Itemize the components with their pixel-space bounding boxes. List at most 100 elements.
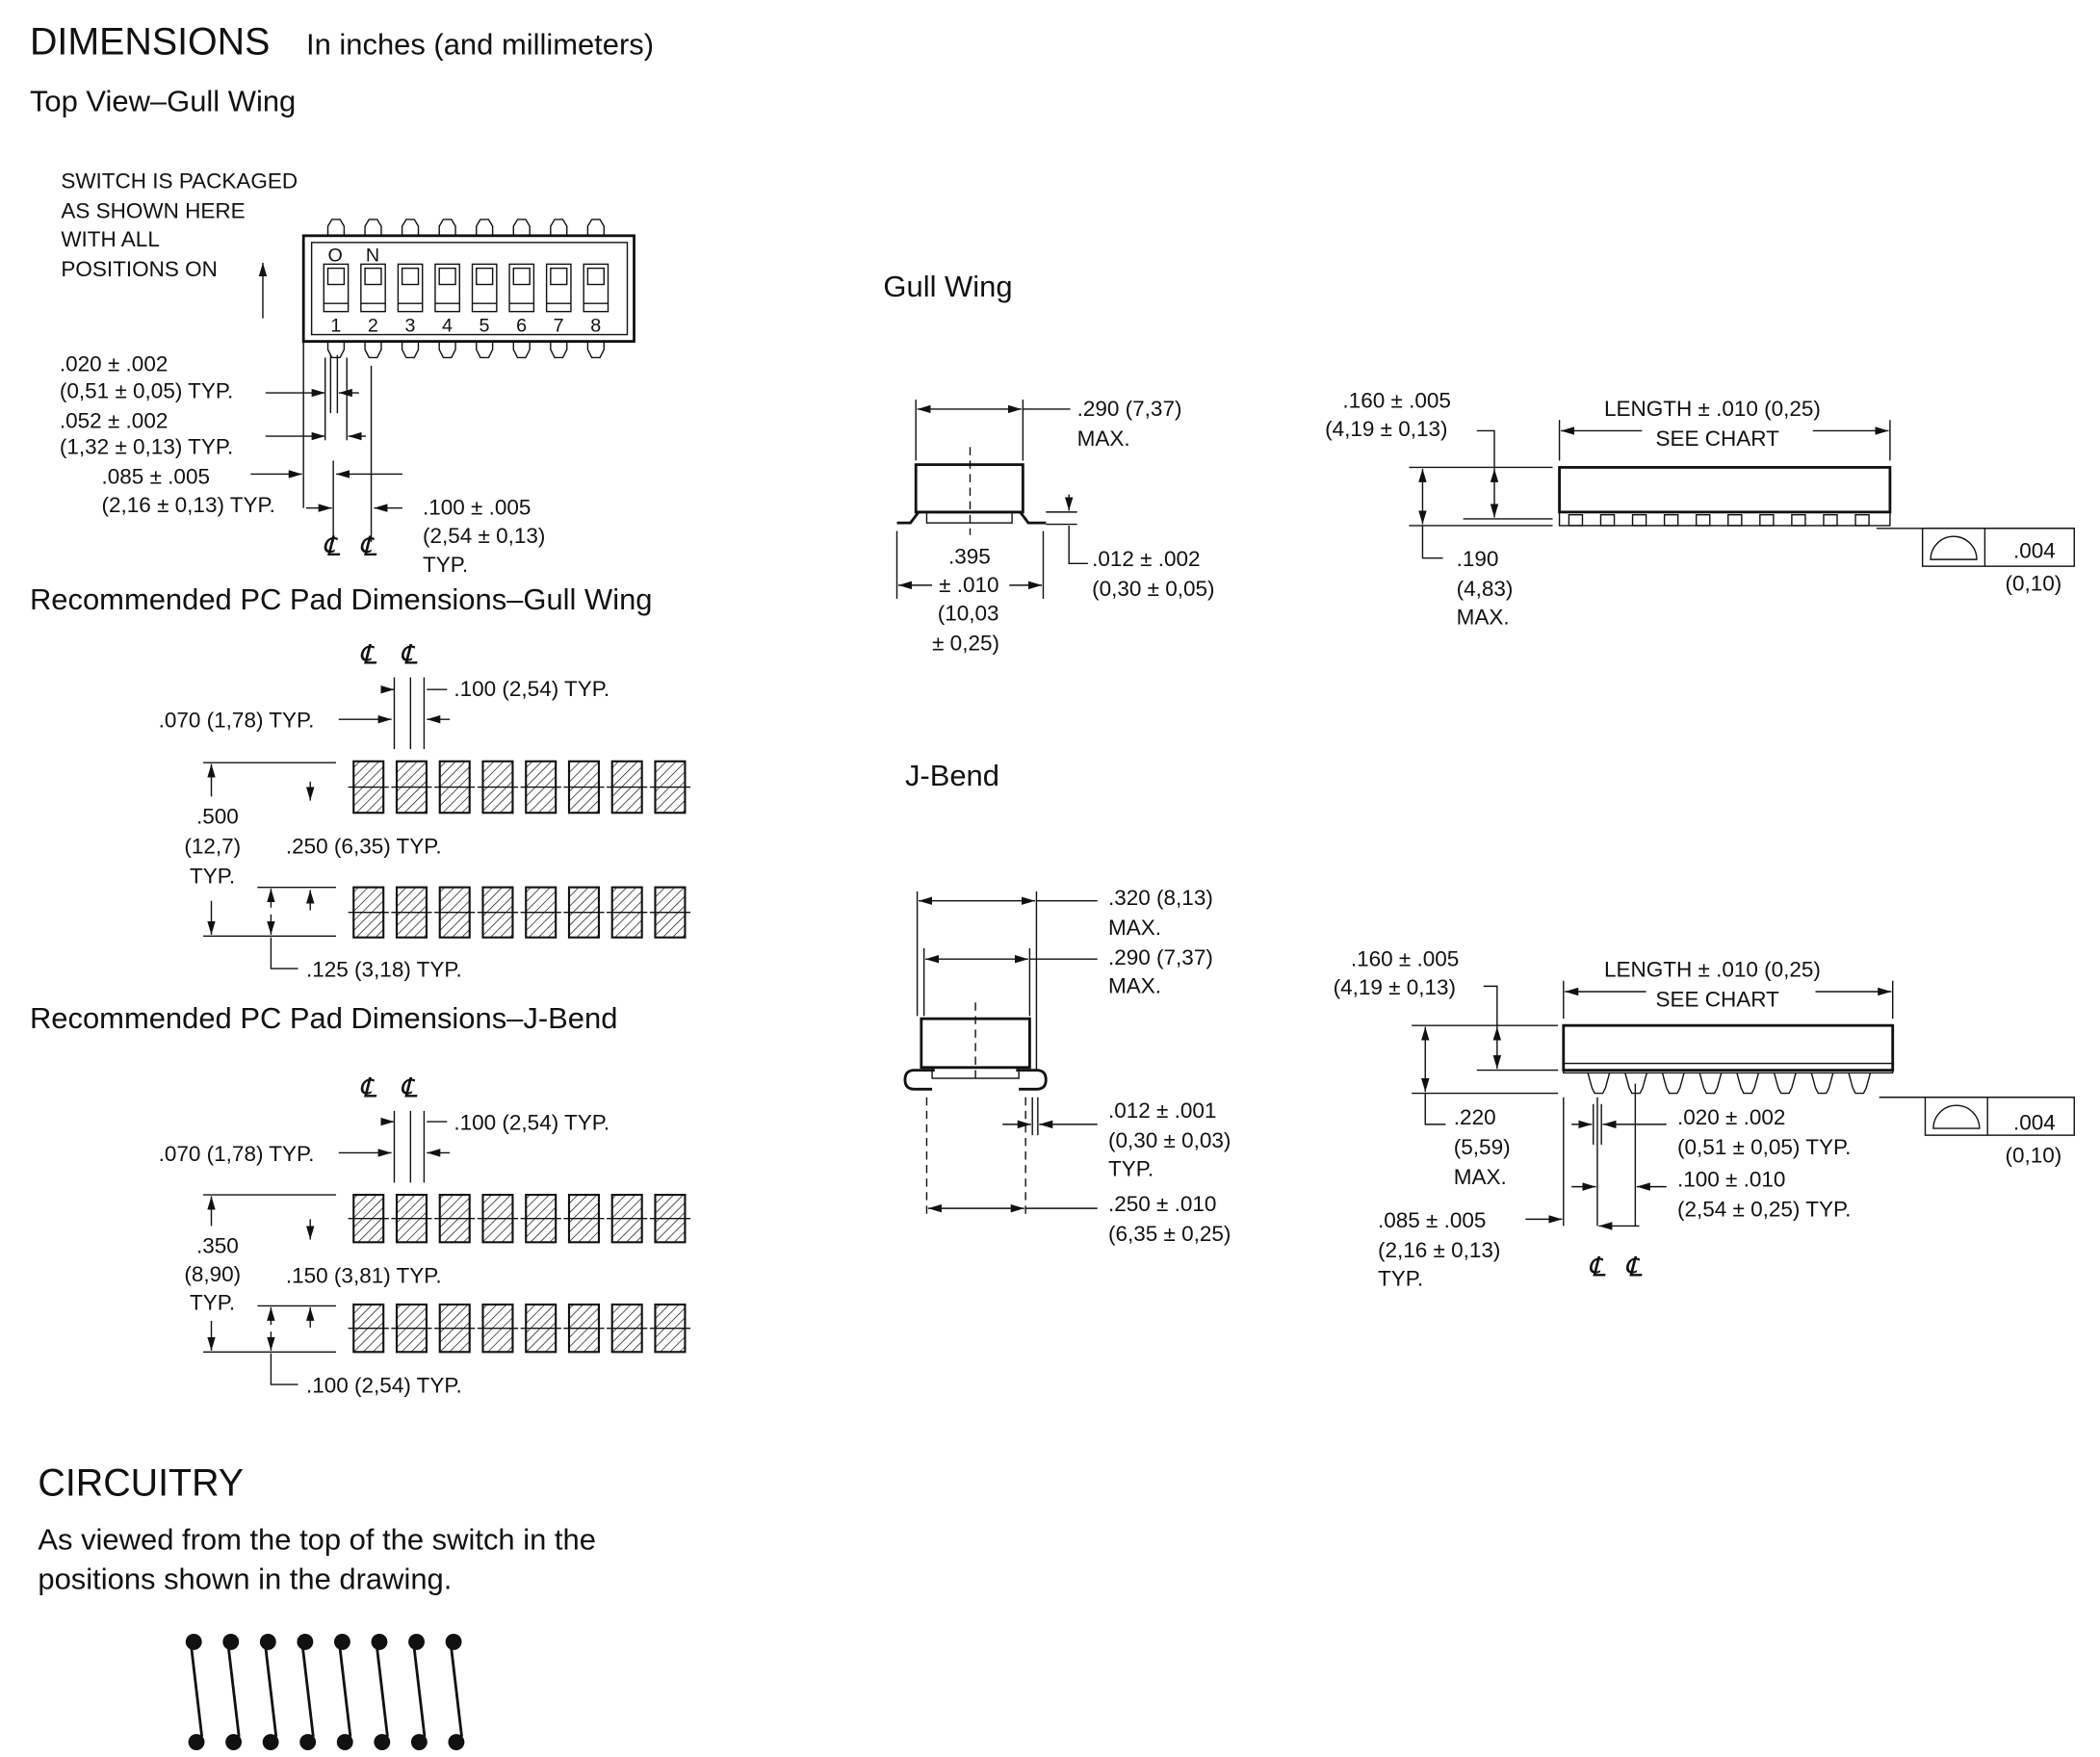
lead <box>1848 1072 1872 1095</box>
page-title: DIMENSIONS <box>30 20 270 63</box>
lead <box>1791 513 1806 527</box>
dim-label: .500 <box>196 805 239 829</box>
terminal-dot <box>448 1734 465 1750</box>
switch-contact-line <box>412 1644 427 1738</box>
dim-label: .012 ± .002 <box>1092 547 1200 571</box>
j-bend-side-view: .160 ± .005 (4,19 ± 0,13) LENGTH ± .010 … <box>1334 946 2075 1290</box>
pin-top <box>438 219 456 236</box>
lead <box>1759 513 1775 527</box>
switch-contact-line <box>375 1644 389 1738</box>
gull-wing-end-view: .290 (7,37) MAX. .395 ± .010 (10,03 ± 0,… <box>895 397 1215 655</box>
dim-label: .100 ± .010 <box>1677 1168 1785 1192</box>
position-number: 8 <box>590 316 601 337</box>
dim-label: .085 ± .005 <box>102 464 210 488</box>
lead <box>1727 513 1743 527</box>
dim-label: SEE CHART <box>1655 987 1779 1011</box>
lead <box>1631 513 1647 527</box>
dim-label: ± .010 <box>939 573 998 597</box>
dim-label: (12,7) <box>184 834 241 858</box>
switch-body <box>301 234 635 343</box>
lead <box>1663 513 1679 527</box>
switch-slot <box>397 263 424 313</box>
switch-slot <box>508 263 535 313</box>
switch-actuator <box>512 267 531 286</box>
dim-label: .012 ± .001 <box>1108 1098 1216 1123</box>
pin-bottom <box>550 341 568 359</box>
lead <box>1568 513 1584 527</box>
switch-contact-line <box>449 1644 463 1738</box>
dim-label: (0,30 ± 0,03) <box>1108 1128 1231 1152</box>
switch-slot <box>583 263 609 313</box>
circuitry-section: CIRCUITRY As viewed from the top of the … <box>38 1461 596 1750</box>
switch-slot <box>323 263 350 313</box>
dim-label: TYP. <box>1378 1266 1423 1290</box>
dim-label: MAX. <box>1108 916 1161 940</box>
dim-label: .085 ± .005 <box>1378 1208 1486 1232</box>
pads-gull-wing-section: Recommended PC Pad Dimensions–Gull Wing … <box>30 582 691 982</box>
dim-label: (1,32 ± 0,13) TYP. <box>60 434 233 458</box>
switch-actuator <box>438 267 456 286</box>
switch-contact-line <box>190 1644 204 1738</box>
dim-label: .190 <box>1457 547 1499 571</box>
switch-body-inner <box>310 242 629 336</box>
dim-label: (4,19 ± 0,13) <box>1325 417 1447 441</box>
pin-bottom <box>401 341 420 359</box>
dim-label: (5,59) <box>1454 1135 1511 1159</box>
dim-label: (0,30 ± 0,05) <box>1092 577 1214 601</box>
section-title: J-Bend <box>905 759 999 792</box>
pin-bottom <box>438 341 456 359</box>
pin-bottom <box>476 341 494 359</box>
top-view-section: Top View–Gull Wing SWITCH IS PACKAGED AS… <box>30 84 635 577</box>
note-line: WITH ALL <box>61 227 160 251</box>
terminal-dot <box>371 1633 388 1650</box>
dim-label: .052 ± .002 <box>60 409 168 433</box>
switch-slot <box>471 263 498 313</box>
dim-label: .160 ± .005 <box>1351 946 1459 970</box>
pin-top <box>364 219 382 236</box>
dim-label: .290 (7,37) <box>1077 397 1182 421</box>
dim-label: (0,51 ± 0,05) TYP. <box>1677 1135 1851 1159</box>
centerline-icon: ℄ <box>359 639 377 669</box>
pin-top <box>326 219 346 236</box>
flatness-value: .004 <box>2013 539 2056 563</box>
lead <box>1773 1072 1797 1095</box>
dim-label: (4,83) <box>1457 577 1514 601</box>
dim-label: (6,35 ± 0,25) <box>1108 1222 1231 1246</box>
dim-label: .100 ± .005 <box>423 496 531 520</box>
dim-label: .070 (1,78) TYP. <box>159 709 315 733</box>
pin-bottom <box>364 341 382 359</box>
pin-top <box>550 219 568 236</box>
terminal-dot <box>259 1633 276 1650</box>
dim-label: .290 (7,37) <box>1108 945 1213 969</box>
pin-bottom <box>586 341 605 359</box>
section-title: Gull Wing <box>883 270 1012 303</box>
description-line: As viewed from the top of the switch in … <box>38 1523 596 1557</box>
position-number: 2 <box>368 316 378 337</box>
terminal-dot <box>185 1633 202 1650</box>
note-line: AS SHOWN HERE <box>61 199 245 223</box>
section-title: CIRCUITRY <box>38 1461 244 1504</box>
terminal-dot <box>262 1734 279 1750</box>
lead <box>1695 513 1711 527</box>
switch-actuator <box>326 267 346 286</box>
page-subtitle: In inches (and millimeters) <box>306 27 654 61</box>
dim-label: MAX. <box>1077 426 1130 451</box>
dim-label: (10,03 <box>938 601 999 625</box>
pin-top <box>586 219 605 236</box>
dim-label: MAX. <box>1108 973 1161 997</box>
switch-slot <box>545 263 572 313</box>
switch-actuator <box>586 267 605 286</box>
section-title: Recommended PC Pad Dimensions–Gull Wing <box>30 582 653 616</box>
dim-label: .100 (2,54) TYP. <box>454 677 609 701</box>
dim-label: (2,54 ± 0,13) <box>423 524 545 548</box>
on-label: O <box>328 245 343 267</box>
dim-label: MAX. <box>1457 606 1510 630</box>
switch-contact-line <box>338 1644 352 1738</box>
j-bend-section: J-Bend .320 (8,13) MAX. .290 (7,37) MAX.… <box>903 759 2075 1290</box>
pin-bottom <box>326 341 346 359</box>
position-number: 5 <box>480 316 490 337</box>
dim-label: LENGTH ± .010 (0,25) <box>1604 958 1821 982</box>
lead <box>1854 513 1870 527</box>
centerline-icon: ℄ <box>1624 1252 1643 1281</box>
flatness-value: (0,10) <box>2006 1143 2062 1167</box>
